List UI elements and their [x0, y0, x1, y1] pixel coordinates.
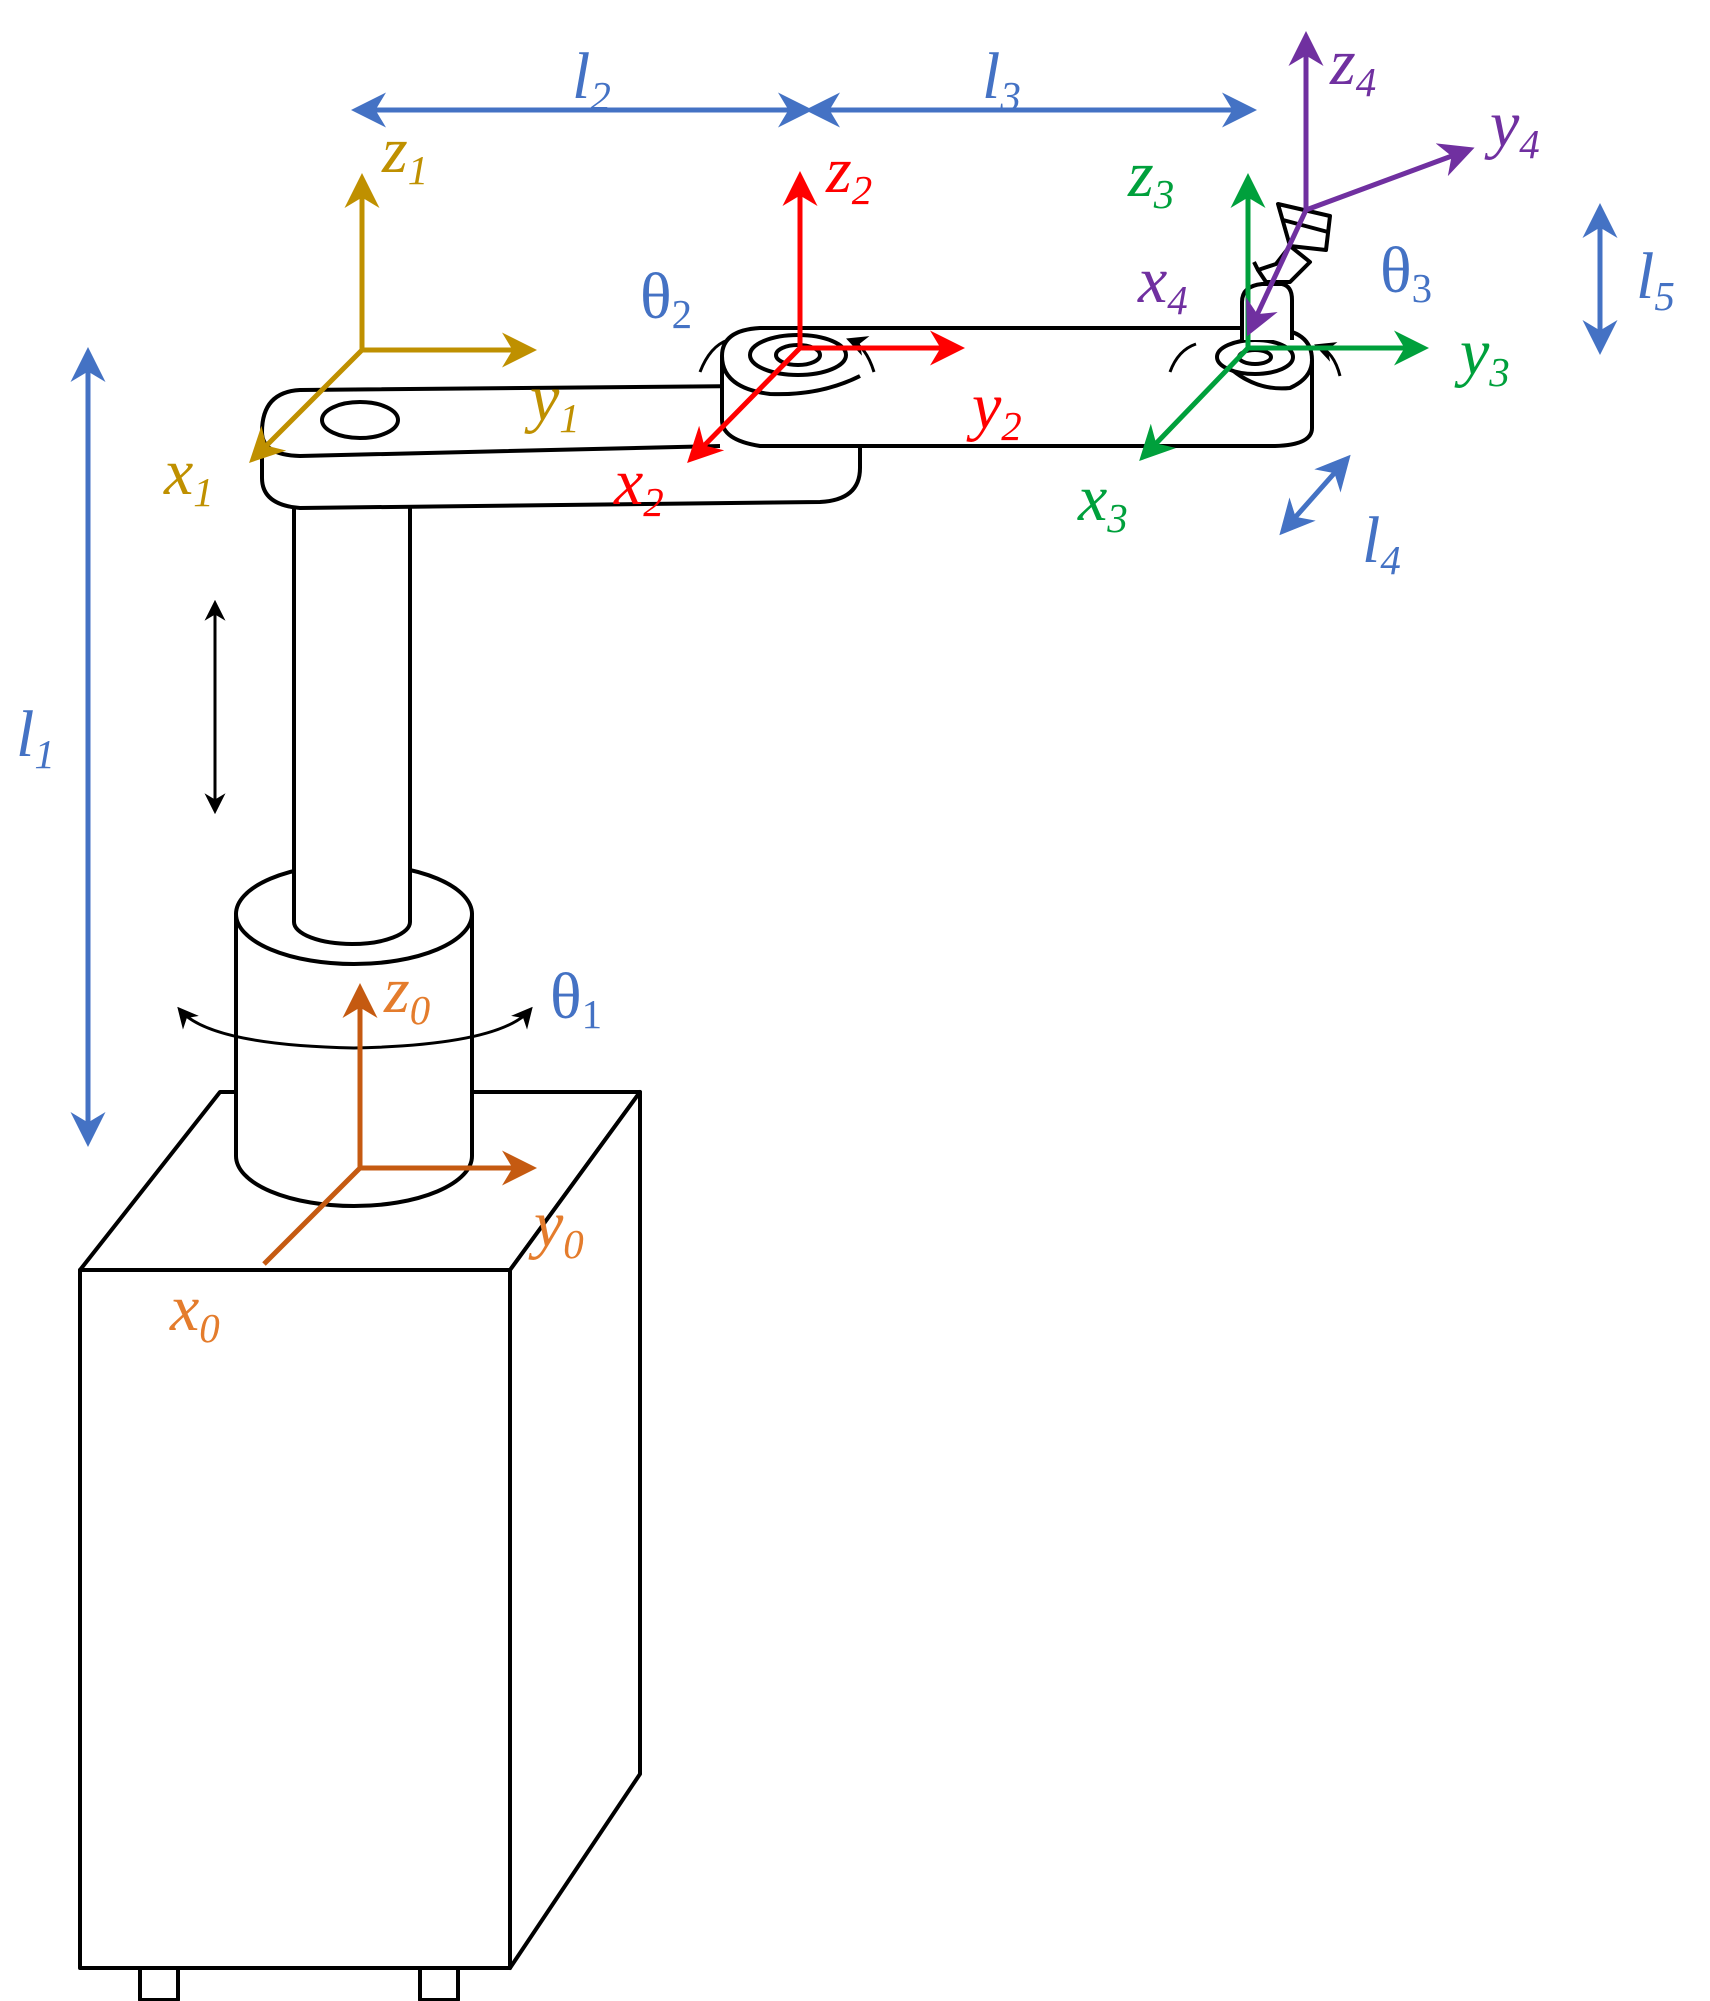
label-l5: l5 [1636, 240, 1675, 319]
joint-1-rotation-arrow [177, 1006, 533, 1050]
label-theta3: θ3 [1380, 234, 1432, 311]
frame-0-axes [262, 983, 537, 1266]
label-y4: y4 [1484, 88, 1540, 167]
frame-2-x-axis [687, 346, 802, 463]
robot-body [78, 202, 1332, 2001]
labels: l1 l2 l3 l4 l5 θ1 θ2 θ3 z0 y0 x0 z1 y1 x… [16, 26, 1675, 1351]
frame-4-x-axis [1245, 208, 1309, 337]
frame-4-y-axis [1305, 143, 1475, 213]
frame-4-axes [1245, 31, 1475, 337]
label-x3: x3 [1077, 462, 1128, 541]
frame-3-x-axis [1139, 346, 1250, 462]
l4-dimension-arrow [1279, 454, 1351, 536]
joint-2-rotation-arrow [698, 340, 876, 373]
dimension-arrows [70, 92, 1618, 1147]
label-l4: l4 [1362, 504, 1401, 583]
frame-2-axes [687, 171, 965, 463]
label-y0: y0 [528, 1188, 584, 1267]
label-x1: x1 [163, 436, 214, 515]
label-x0: x0 [169, 1272, 220, 1351]
label-l1: l1 [16, 698, 55, 777]
label-l2: l2 [572, 40, 611, 119]
label-l3: l3 [982, 40, 1021, 119]
label-theta1: θ1 [550, 960, 602, 1037]
frame-1-x-axis [249, 348, 364, 463]
label-y3: y3 [1454, 316, 1510, 395]
label-y2: y2 [966, 370, 1022, 449]
label-z2: z2 [825, 134, 872, 213]
label-x2: x2 [613, 446, 664, 525]
vertical-column [292, 480, 412, 946]
label-z0: z0 [383, 954, 430, 1033]
label-z3: z3 [1127, 138, 1174, 217]
base-box [78, 1090, 642, 2001]
label-x4: x4 [1137, 244, 1188, 323]
label-z1: z1 [381, 114, 428, 193]
label-z4: z4 [1329, 26, 1376, 105]
label-y1: y1 [524, 362, 580, 441]
frame-0-x-axis [262, 1166, 362, 1266]
frame-1-axes [249, 173, 537, 463]
label-theta2: θ2 [640, 260, 692, 337]
